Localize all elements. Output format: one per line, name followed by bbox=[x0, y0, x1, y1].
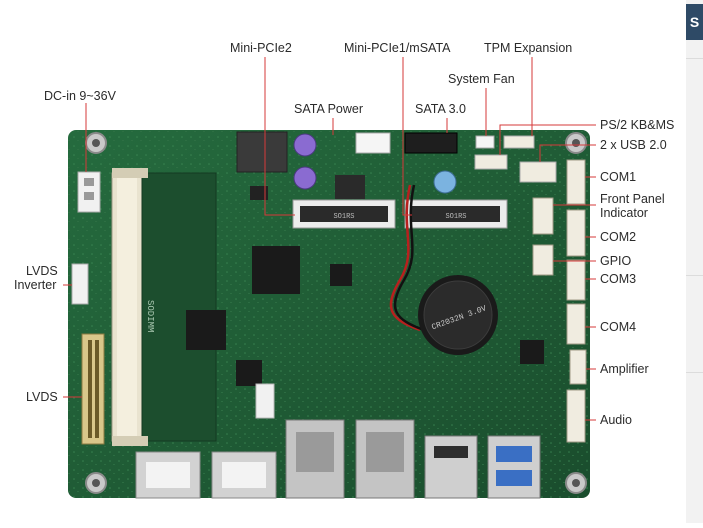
sata30-connector bbox=[404, 132, 458, 154]
label-lvds-inverter-1: LVDS bbox=[26, 264, 58, 278]
label-audio: Audio bbox=[600, 413, 632, 427]
sodimm-socket: SODIMM bbox=[111, 168, 217, 446]
sidebar-divider bbox=[686, 58, 703, 59]
sidebar-panel bbox=[686, 0, 703, 523]
label-lvds-inverter-2: Inverter bbox=[14, 278, 57, 292]
label-dc-in: DC-in 9~36V bbox=[44, 89, 116, 103]
label-mini-pcie1-msata: Mini-PCIe1/mSATA bbox=[344, 41, 451, 55]
pcie-marking-a: SO1RS bbox=[333, 213, 354, 221]
sidebar-divider bbox=[686, 372, 703, 373]
pcie-marking-b: SO1RS bbox=[445, 213, 466, 221]
tpm-connector bbox=[503, 135, 535, 149]
capacitor bbox=[293, 133, 317, 157]
label-front-panel: Front Panel bbox=[600, 192, 665, 206]
usb-header bbox=[519, 161, 557, 183]
label-indicator: Indicator bbox=[600, 206, 648, 220]
ps2-connector bbox=[474, 154, 508, 170]
sidebar-tab[interactable]: S bbox=[686, 4, 703, 40]
system-fan-connector bbox=[475, 135, 495, 149]
sidebar-divider bbox=[686, 275, 703, 276]
sata-power-connector bbox=[355, 132, 391, 154]
label-tpm-expansion: TPM Expansion bbox=[484, 41, 573, 55]
chip bbox=[252, 246, 300, 294]
socket-marking: SODIMM bbox=[145, 300, 155, 332]
label-sata30: SATA 3.0 bbox=[415, 102, 466, 116]
label-sata-power: SATA Power bbox=[294, 102, 364, 116]
power-inductor bbox=[236, 131, 288, 173]
label-amplifier: Amplifier bbox=[600, 362, 649, 376]
label-com3: COM3 bbox=[600, 272, 637, 286]
label-usb: 2 x USB 2.0 bbox=[600, 138, 667, 152]
label-mini-pcie2: Mini-PCIe2 bbox=[230, 41, 292, 55]
lvds-inverter-connector bbox=[71, 263, 89, 305]
label-gpio: GPIO bbox=[600, 254, 632, 268]
label-ps2: PS/2 KB&MS bbox=[600, 118, 675, 132]
battery-cable bbox=[389, 184, 421, 332]
cmos-battery: CR2032N 3.0V bbox=[418, 275, 498, 355]
right-headers bbox=[532, 159, 587, 443]
mini-pcie-slots: SO1RS SO1RS bbox=[292, 199, 508, 229]
label-com2: COM2 bbox=[600, 230, 637, 244]
label-lvds: LVDS bbox=[26, 390, 58, 404]
leader-lines bbox=[63, 57, 596, 421]
label-com4: COM4 bbox=[600, 320, 637, 334]
rear-io bbox=[135, 419, 541, 499]
label-com1: COM1 bbox=[600, 170, 637, 184]
label-system-fan: System Fan bbox=[448, 72, 515, 86]
board-illustration: SODIMM SO1R bbox=[63, 57, 596, 499]
lvds-connector bbox=[81, 333, 105, 445]
